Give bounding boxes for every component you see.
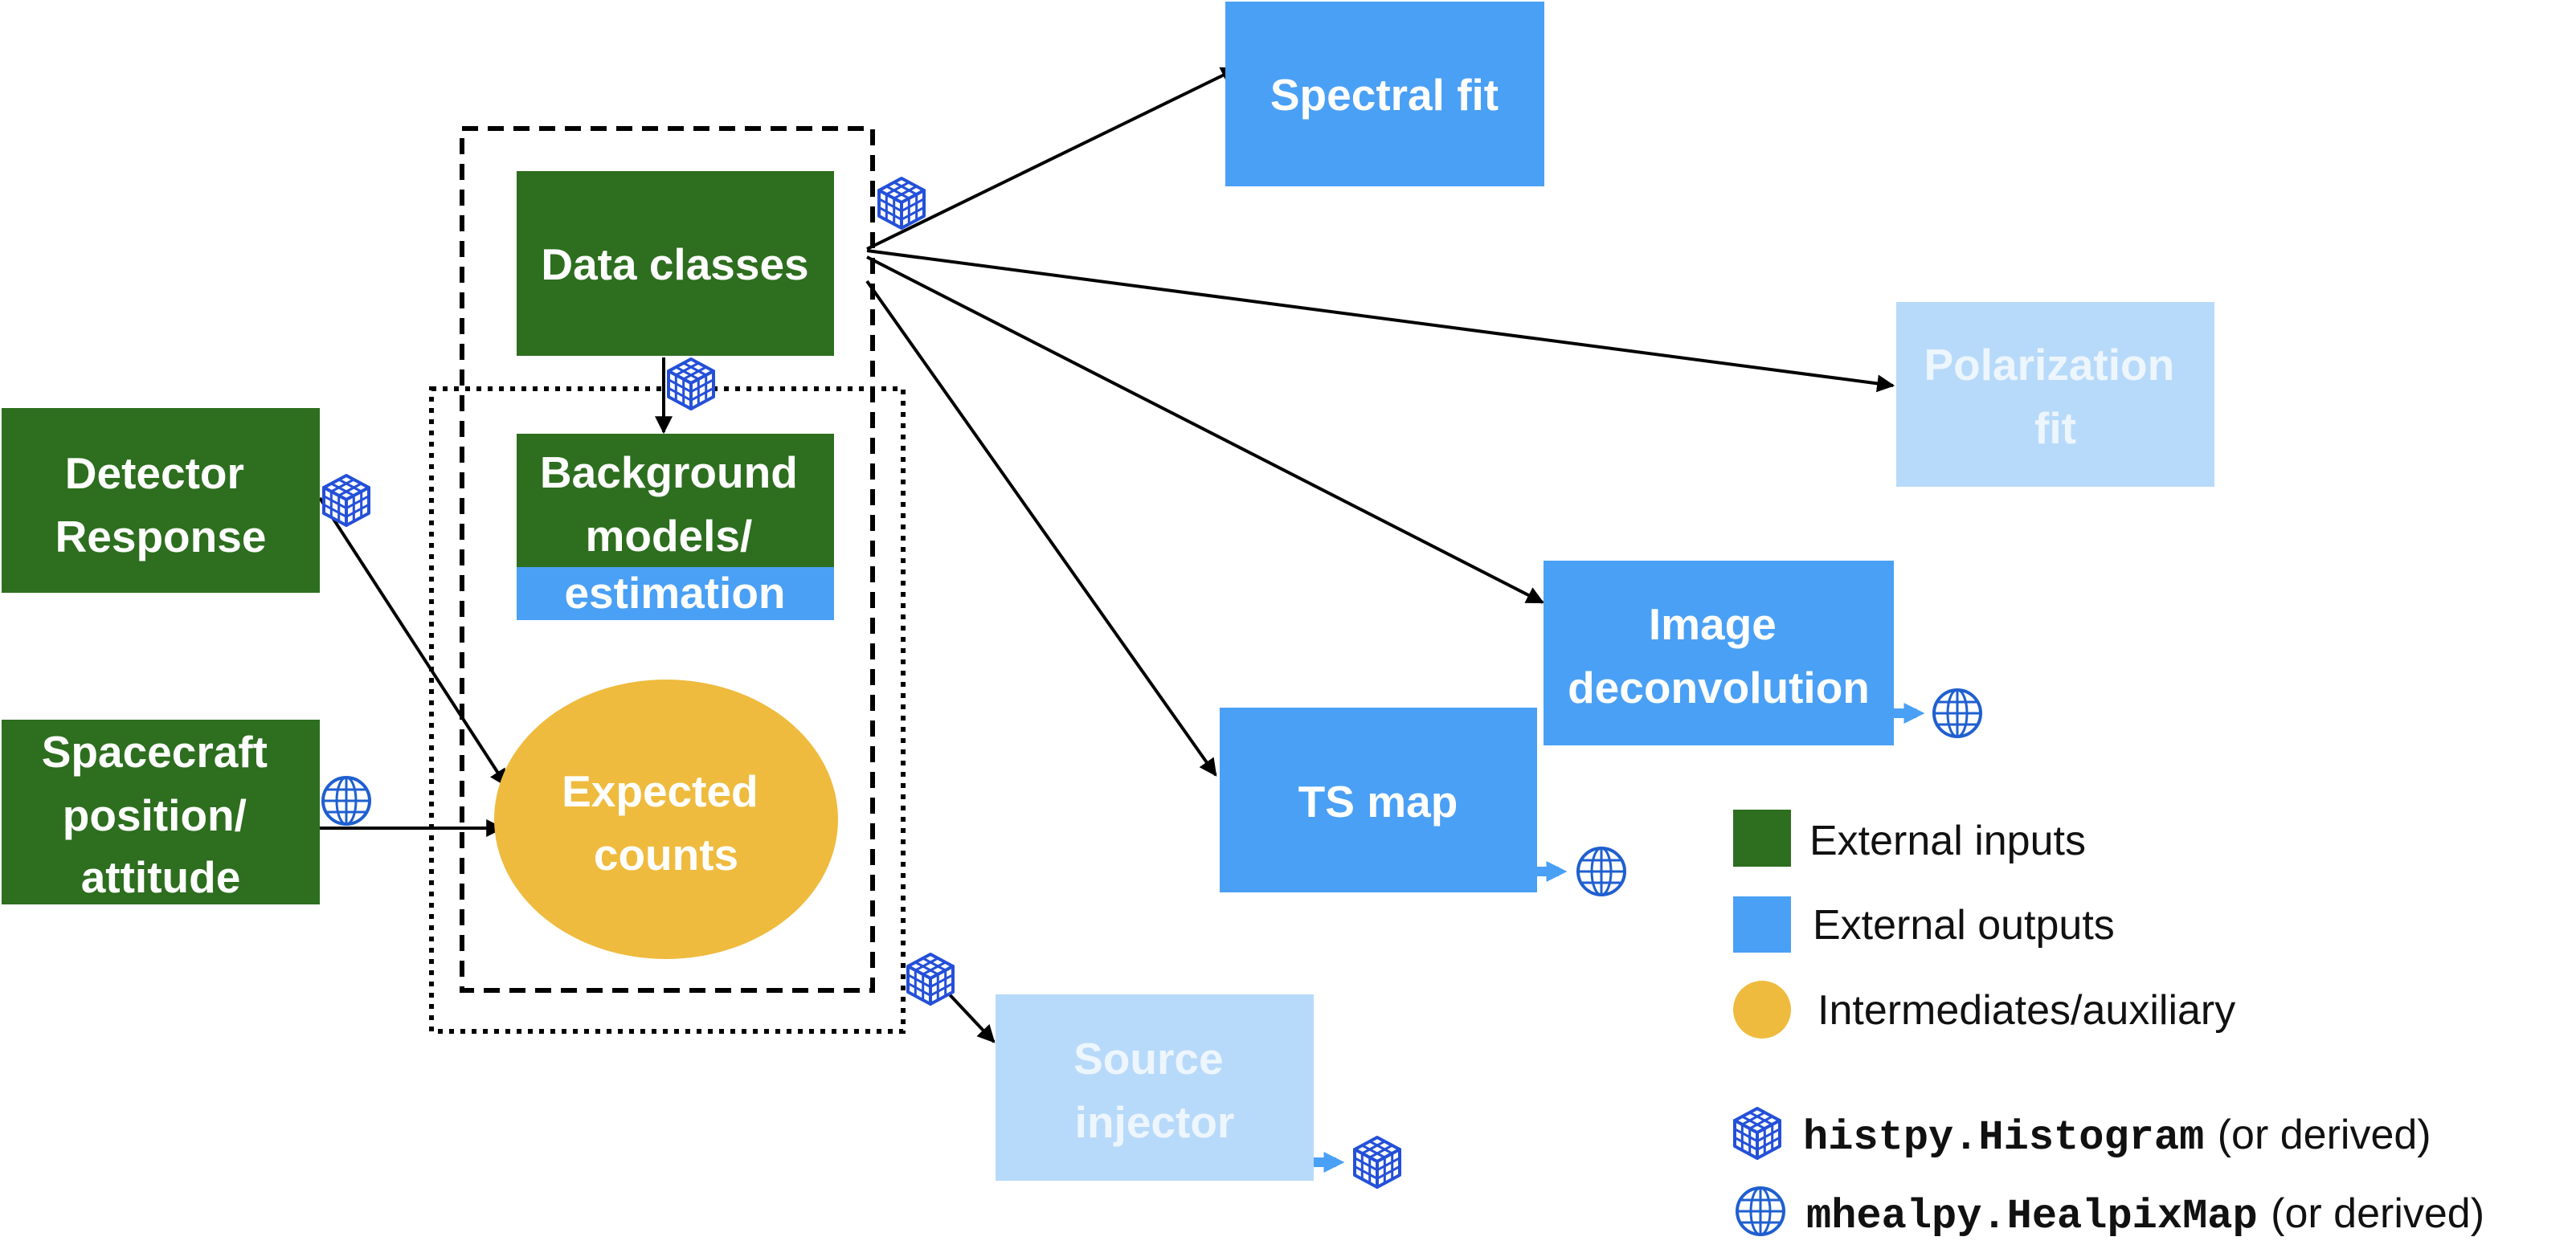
background-dotted-group bbox=[429, 386, 906, 1034]
globe-grid-icon bbox=[1736, 1186, 1785, 1236]
legend-intermediates-swatch bbox=[1733, 981, 1791, 1039]
detector-response-box bbox=[2, 408, 320, 593]
legend-external-outputs-swatch bbox=[1733, 896, 1791, 953]
legend: External inputs External outputs Interme… bbox=[1733, 810, 2484, 1240]
legend-external-inputs-label: External inputs bbox=[1809, 818, 2086, 864]
legend-healpix-label: mhealpy.HealpixMap (or derived) bbox=[1806, 1190, 2484, 1240]
globe-grid-icon bbox=[321, 776, 371, 826]
spacecraft-label: Spacecraft position/ attitude bbox=[42, 727, 280, 902]
background-box bbox=[517, 434, 834, 567]
ts-map-label: TS map bbox=[1298, 777, 1458, 827]
cube-grid-icon bbox=[1353, 1136, 1401, 1189]
source-injector-label: Source injector bbox=[1073, 1034, 1236, 1147]
arrow-to-spectral-fit bbox=[866, 67, 1239, 251]
legend-intermediates-label: Intermediates/auxiliary bbox=[1818, 987, 2235, 1034]
background-label: Background models/ estimation bbox=[540, 447, 810, 618]
globe-grid-icon bbox=[1932, 688, 1982, 738]
spectral-fit-box bbox=[1225, 2, 1544, 186]
polarization-fit-box bbox=[1896, 302, 2214, 487]
arrow-detector-to-expected bbox=[318, 496, 508, 787]
data-classes-dashed-group bbox=[460, 126, 875, 993]
ts-map-box bbox=[1220, 708, 1537, 892]
source-injector-box bbox=[996, 994, 1314, 1181]
expected-counts-ellipse bbox=[494, 680, 838, 959]
spectral-fit-label: Spectral fit bbox=[1270, 70, 1499, 120]
cube-grid-icon bbox=[667, 357, 715, 410]
globe-grid-icon bbox=[1576, 847, 1626, 896]
legend-external-inputs-swatch bbox=[1733, 810, 1791, 867]
data-classes-box bbox=[517, 171, 834, 356]
detector-response-label: Detector Response bbox=[55, 448, 267, 561]
legend-external-outputs-label: External outputs bbox=[1813, 902, 2115, 949]
polarization-fit-label: Polarization fit bbox=[1924, 340, 2187, 453]
arrow-to-image-deconvolution bbox=[866, 255, 1544, 604]
spacecraft-box bbox=[2, 720, 320, 904]
cube-grid-icon bbox=[877, 177, 926, 230]
data-classes-label: Data classes bbox=[541, 239, 808, 289]
cube-grid-icon bbox=[1733, 1107, 1781, 1160]
background-estimation-strip bbox=[517, 567, 834, 620]
legend-histogram-label: histpy.Histogram (or derived) bbox=[1803, 1112, 2431, 1161]
cube-grid-icon bbox=[906, 953, 955, 1006]
arrow-to-polarization-fit bbox=[866, 249, 1895, 393]
expected-counts-label: Expected counts bbox=[562, 766, 771, 880]
arrow-to-ts-map bbox=[865, 280, 1217, 777]
cube-grid-icon bbox=[322, 474, 370, 527]
image-deconvolution-label: Image deconvolution bbox=[1568, 599, 1870, 712]
image-deconvolution-box bbox=[1544, 561, 1894, 745]
